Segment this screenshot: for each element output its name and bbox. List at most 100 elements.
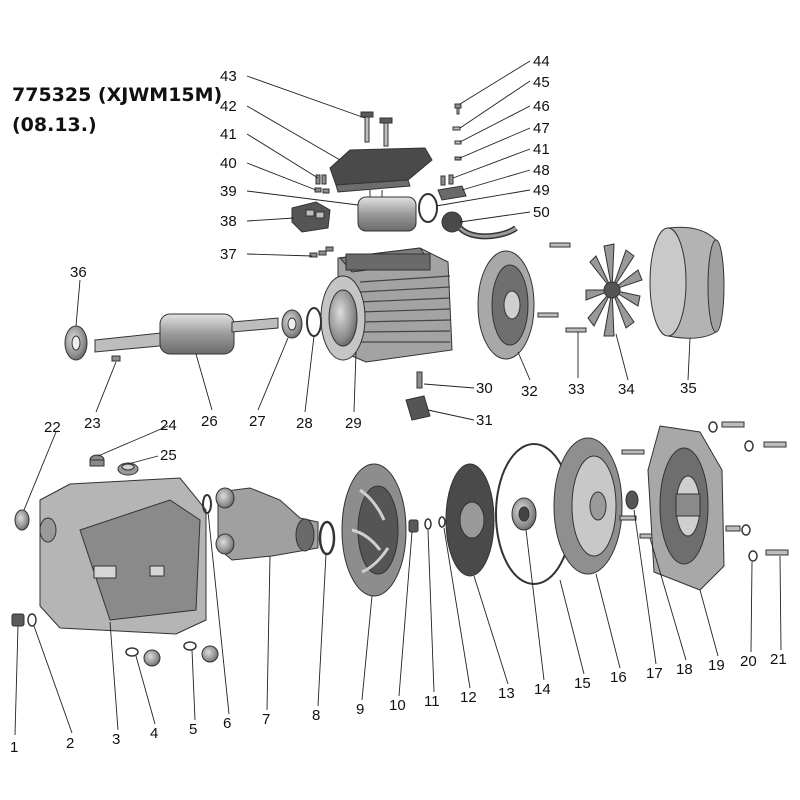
label-24: 24 xyxy=(160,417,177,434)
label-14: 14 xyxy=(534,681,551,698)
label-32: 32 xyxy=(521,383,538,400)
label-4: 4 xyxy=(150,725,158,742)
part-31-switch xyxy=(405,395,431,421)
label-38: 38 xyxy=(220,213,237,230)
label-29: 29 xyxy=(345,415,362,432)
part-16-pump-cover xyxy=(553,437,623,575)
part-12-washer xyxy=(438,516,446,528)
part-47-nut xyxy=(454,156,462,161)
part-34-fan xyxy=(585,243,643,337)
part-7-ejector xyxy=(215,487,319,561)
callout-labels: 43 42 41 40 39 38 37 44 45 46 47 41 48 4… xyxy=(10,53,787,756)
part-45-washer xyxy=(452,126,461,131)
part-22-plug xyxy=(14,509,30,531)
part-48-cable-clamp xyxy=(437,185,467,201)
leader-lines xyxy=(14,60,782,736)
label-46: 46 xyxy=(533,98,550,115)
part-42-box-cover xyxy=(329,147,433,193)
part-35-fan-cover xyxy=(649,226,725,339)
label-42: 42 xyxy=(220,98,237,115)
label-50: 50 xyxy=(533,204,550,221)
part-41-screws-right xyxy=(440,174,454,186)
part-39-capacitor xyxy=(357,190,417,232)
label-33: 33 xyxy=(568,381,585,398)
label-39: 39 xyxy=(220,183,237,200)
label-7: 7 xyxy=(262,711,270,728)
label-34: 34 xyxy=(618,381,635,398)
part-37-clips xyxy=(309,246,334,258)
label-30: 30 xyxy=(476,380,493,397)
label-12: 12 xyxy=(460,689,477,706)
part-9-diffuser xyxy=(341,463,407,597)
part-24-plug xyxy=(89,454,105,467)
label-41-right: 41 xyxy=(533,141,550,158)
part-38-terminal-block xyxy=(291,201,331,233)
part-3-pump-body xyxy=(39,477,207,635)
label-28: 28 xyxy=(296,415,313,432)
part-5-plug xyxy=(183,641,219,663)
part-32-rear-cover xyxy=(477,250,535,360)
part-1-drain-plug xyxy=(11,613,25,627)
part-6-o-ring xyxy=(202,494,212,514)
label-18: 18 xyxy=(676,661,693,678)
label-3: 3 xyxy=(112,731,120,748)
part-25-nut xyxy=(117,462,139,476)
label-11: 11 xyxy=(424,693,440,710)
part-44-screw xyxy=(454,103,462,115)
part-23-key xyxy=(111,355,121,362)
label-44: 44 xyxy=(533,53,550,70)
label-25: 25 xyxy=(160,447,177,464)
part-4-plug xyxy=(125,647,161,667)
part-50-cable-gland xyxy=(441,211,518,240)
part-2-washer xyxy=(27,613,37,627)
part-33-screws xyxy=(537,242,587,333)
label-49: 49 xyxy=(533,182,550,199)
label-26: 26 xyxy=(201,413,218,430)
label-36: 36 xyxy=(70,264,87,281)
label-13: 13 xyxy=(498,685,515,702)
part-10-nut xyxy=(408,519,419,533)
label-8: 8 xyxy=(312,707,320,724)
date-code: (08.13.) xyxy=(12,114,97,136)
label-19: 19 xyxy=(708,657,725,674)
part-19-motor-bracket xyxy=(647,425,725,591)
part-21-screws xyxy=(721,421,789,556)
part-36-bearing xyxy=(64,325,88,361)
label-5: 5 xyxy=(189,721,197,738)
part-41-screws-left xyxy=(315,174,327,185)
part-8-o-ring xyxy=(318,520,336,556)
label-31: 31 xyxy=(476,412,493,429)
part-17-seal-ring xyxy=(625,490,639,510)
label-27: 27 xyxy=(249,413,266,430)
part-27-bearing xyxy=(281,309,303,339)
label-40: 40 xyxy=(220,155,237,172)
part-11-washer xyxy=(424,518,432,530)
label-48: 48 xyxy=(533,162,550,179)
part-40-nuts xyxy=(314,187,330,194)
label-2: 2 xyxy=(66,735,74,752)
part-26-rotor-shaft xyxy=(94,313,279,355)
label-35: 35 xyxy=(680,380,697,397)
label-16: 16 xyxy=(610,669,627,686)
part-13-impeller xyxy=(445,463,495,577)
label-41-left: 41 xyxy=(220,126,237,143)
label-20: 20 xyxy=(740,653,757,670)
label-47: 47 xyxy=(533,120,550,137)
part-14-mechanical-seal xyxy=(511,497,537,531)
label-6: 6 xyxy=(223,715,231,732)
label-37: 37 xyxy=(220,246,237,263)
part-46-spring xyxy=(454,140,462,145)
label-43: 43 xyxy=(220,68,237,85)
model-title: 775325 (XJWM15M) xyxy=(12,84,223,106)
part-43-screws xyxy=(360,111,393,147)
label-15: 15 xyxy=(574,675,591,692)
label-1: 1 xyxy=(10,739,18,756)
label-9: 9 xyxy=(356,701,364,718)
label-17: 17 xyxy=(646,665,663,682)
part-28-wave-washer xyxy=(306,307,322,337)
label-45: 45 xyxy=(533,74,550,91)
part-29-motor-housing xyxy=(320,247,453,363)
label-23: 23 xyxy=(84,415,101,432)
part-49-gland-ring xyxy=(418,193,438,223)
